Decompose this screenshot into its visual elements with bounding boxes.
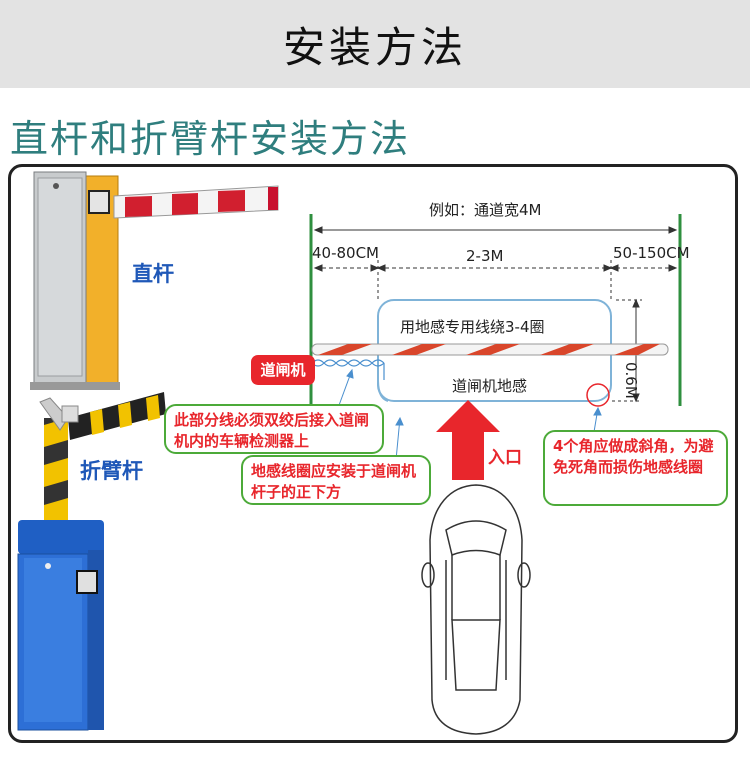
entry-arrow (436, 400, 500, 480)
callout-pointers (337, 368, 602, 461)
section-title: 直杆和折臂杆安装方法 (10, 117, 411, 161)
loop-position-callout: 地感线圈应安装于道闸机杆子的正下方 (241, 455, 431, 505)
example-width-label: 例如：通道宽4M (429, 201, 542, 219)
depth-label: 0.6M (622, 362, 640, 399)
twisted-wire-callout: 此部分线必须双绞后接入道闸机内的车辆检测器上 (164, 404, 384, 454)
page-title: 安装方法 (282, 23, 467, 72)
folding-arm-barrier-image (17, 392, 166, 731)
corner-highlight-circle (586, 383, 610, 407)
gate-machine-tag: 道闸机 (251, 355, 315, 385)
straight-pole-barrier-image (30, 171, 279, 390)
folding-arm-label: 折臂杆 (80, 459, 143, 483)
twisted-wire (311, 359, 385, 380)
entry-label: 入口 (488, 448, 522, 468)
middle-span-label: 2-3M (466, 247, 504, 265)
corner-callout: 4个角应做成斜角，为避免死角而损伤地感线圈 (543, 430, 728, 506)
header-bar (0, 0, 750, 88)
loop-name-label: 道闸机地感 (452, 377, 528, 395)
straight-pole-label: 直杆 (132, 262, 174, 286)
dimension-lines (313, 226, 678, 403)
right-gap-label: 50-150CM (613, 244, 690, 262)
loop-winding-label: 用地感专用线绕3-4圈 (400, 318, 545, 336)
barrier-arm-bar (311, 343, 669, 356)
left-gap-label: 40-80CM (312, 244, 380, 262)
car-outline-image (421, 484, 531, 735)
